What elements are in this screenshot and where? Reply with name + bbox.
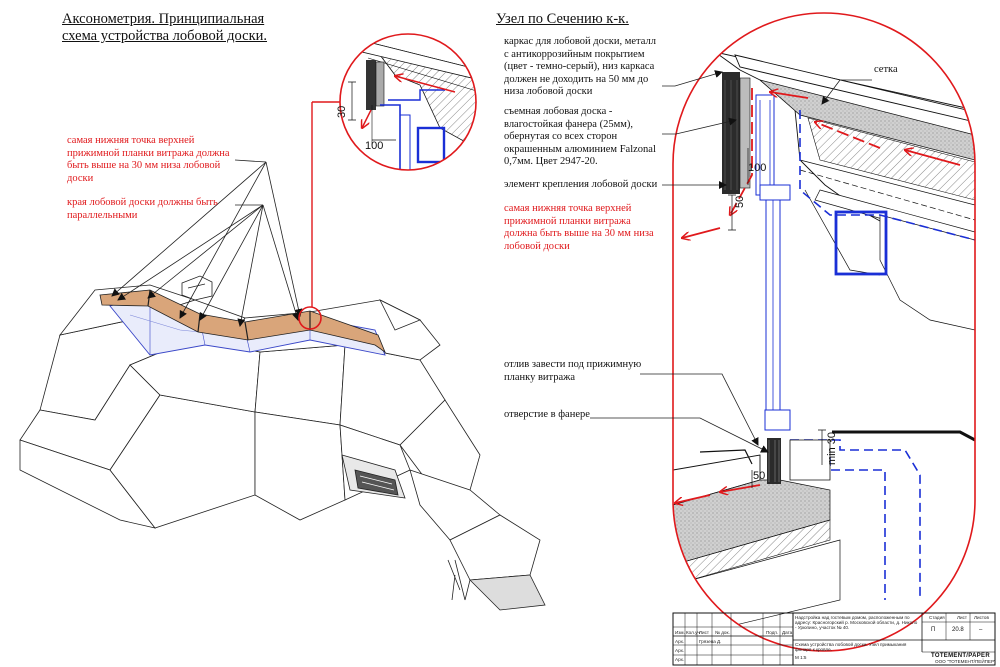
tb-row2: Арх. [675,648,685,653]
note-lowest-point-right: самая нижняя точка верхней прижимной пла… [504,203,654,252]
inset-circle-detail [339,33,477,171]
axonometric-house [19,275,546,611]
tb-row1-name: Грязева Д. [699,639,722,644]
note-fastening: элемент крепления лобовой доски [504,179,658,190]
left-title-line2: схема устройства лобовой доски. [62,28,268,44]
tb-col-list: Лист [699,630,709,635]
note-hole: отверстие в фанере [504,409,590,420]
right-title: Узел по Сечению к-к. [496,11,629,27]
dim-30-inset: 30 [336,105,348,118]
tb-col-doc: № док. [715,630,730,635]
left-title-line1: Аксонометрия. Принципиальная [62,11,265,27]
dim-100-inset: 100 [365,140,384,152]
tb-row1: Арх. [675,639,685,644]
tb-sheet-no: 20.8 [952,627,964,633]
tb-sheet-title: Схема устройства лобовой доски. Узел при… [795,642,907,653]
tb-scale: М 1:5 [795,655,807,660]
tb-sheet-label: Лист [957,615,967,620]
note-frame: каркас для лобовой доски, металл с антик… [504,36,656,98]
tb-row3: Арх. [675,657,685,662]
dim-50: 50 [734,195,746,208]
tb-stage: П [931,627,936,633]
tb-company: TOTEMENT/PAPER [931,653,990,659]
tb-project: Надстройка над гостевым домом, расположе… [795,615,918,631]
detail-marker-circle [298,306,322,330]
dim-50-bottom: 50 [753,470,766,482]
title-block: Изм. Кол.уч Лист № док. Подп. Дата Арх. … [673,613,996,665]
title-block-frame [672,612,996,666]
note-parallel-edges: края лобовой доски должны быть параллель… [67,197,218,221]
tb-sheets-label: Листов [974,615,989,620]
note-board: съемная лобовая доска - влагостойкая фан… [504,106,656,168]
tb-sheets: – [979,627,983,633]
left-leader-lines [111,159,303,327]
tb-col-date: Дата [782,630,793,635]
right-leader-lines [590,70,872,453]
tb-stage-label: Стадия [929,615,945,620]
note-lowest-point: самая нижняя точка верхней прижимной пла… [67,135,230,184]
note-mesh: сетка [874,64,898,75]
tb-col-izm: Изм. [675,630,685,635]
tb-company-sub: ООО "ТОТЕМЕНТ/ПЕЙПЕР" [935,659,996,664]
dim-min30: min 30 [826,431,838,465]
note-drip: отлив завести под прижимную планку витра… [504,359,642,383]
tb-col-sign: Подп. [766,630,779,635]
dim-100: 100 [748,162,767,174]
section-detail [672,12,976,652]
tb-col-uch: Кол.уч [686,630,700,635]
